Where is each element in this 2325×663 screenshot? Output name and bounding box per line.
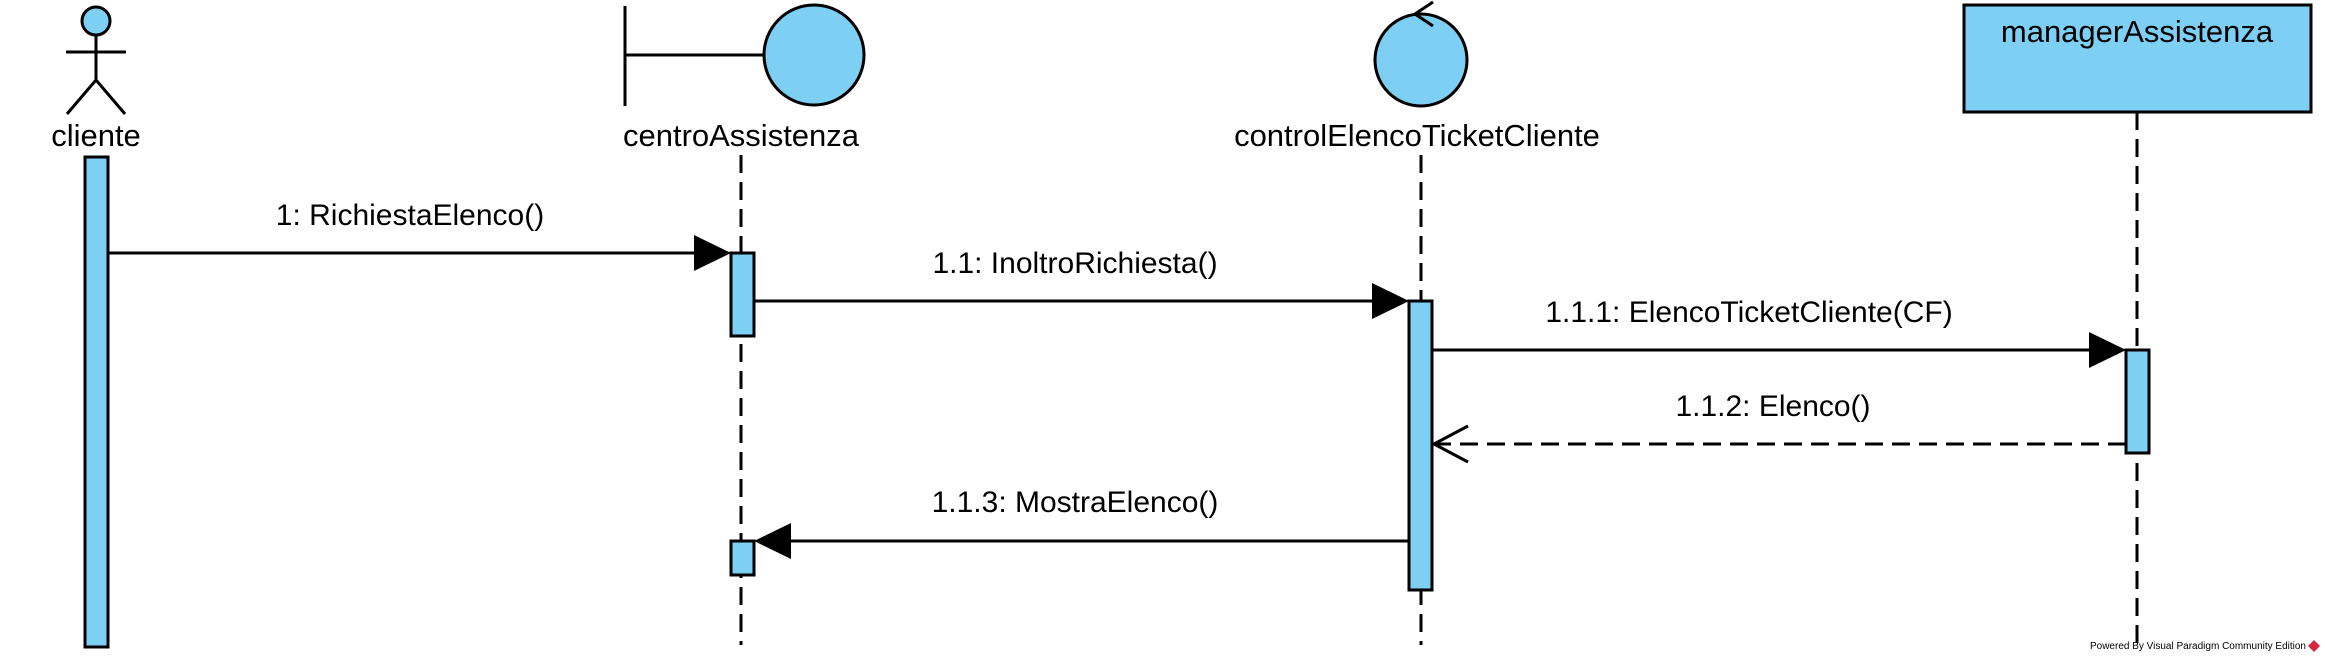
filled-arrowhead-icon	[754, 523, 791, 559]
participant-control-elenco-ticket-cliente[interactable]: controlElencoTicketCliente	[1234, 0, 1600, 153]
participant-label-manager-assistenza: managerAssistenza	[2001, 14, 2274, 49]
participant-label-cliente: cliente	[51, 118, 141, 153]
footer-text: Powered By Visual Paradigm Community Edi…	[2090, 641, 2306, 652]
message-1-1-2[interactable]: 1.1.2: Elenco()	[1430, 390, 2126, 464]
filled-arrowhead-icon	[694, 235, 731, 271]
actor-icon	[65, 5, 127, 115]
message-1-1[interactable]: 1.1: InoltroRichiesta()	[754, 247, 1409, 319]
footer-watermark: Powered By Visual Paradigm Community Edi…	[2090, 640, 2320, 652]
filled-arrowhead-icon	[2089, 332, 2126, 368]
message-label: 1: RichiestaElenco()	[276, 199, 544, 232]
activation-bar-control	[1407, 299, 1434, 592]
participant-centro-assistenza[interactable]: centroAssistenza	[623, 3, 866, 153]
control-icon	[1373, 0, 1469, 108]
message-1[interactable]: 1: RichiestaElenco()	[108, 199, 731, 271]
participant-label-control-elenco-ticket-cliente: controlElencoTicketCliente	[1234, 118, 1600, 153]
message-label: 1.1.2: Elenco()	[1675, 390, 1870, 423]
message-1-1-1[interactable]: 1.1.1: ElencoTicketCliente(CF)	[1432, 296, 2126, 368]
message-1-1-3[interactable]: 1.1.3: MostraElenco()	[754, 486, 1409, 559]
filled-arrowhead-icon	[1372, 283, 1409, 319]
participant-cliente[interactable]: cliente	[51, 5, 141, 153]
class-box	[1962, 3, 2313, 114]
open-arrowhead-icon	[1430, 424, 1469, 464]
activation-bar-centro-assistenza-2	[729, 539, 756, 577]
activation-bar-manager	[2124, 348, 2151, 455]
message-label: 1.1: InoltroRichiesta()	[932, 247, 1217, 280]
boundary-icon	[623, 3, 866, 107]
activation-bar-centro-assistenza-1	[729, 251, 756, 338]
message-label: 1.1.3: MostraElenco()	[932, 486, 1219, 519]
message-label: 1.1.1: ElencoTicketCliente(CF)	[1545, 296, 1952, 329]
activation-bar-cliente	[83, 155, 110, 649]
vp-logo-icon	[2308, 640, 2320, 652]
participant-label-centro-assistenza: centroAssistenza	[623, 118, 860, 153]
participant-manager-assistenza[interactable]: managerAssistenza	[1962, 3, 2313, 114]
